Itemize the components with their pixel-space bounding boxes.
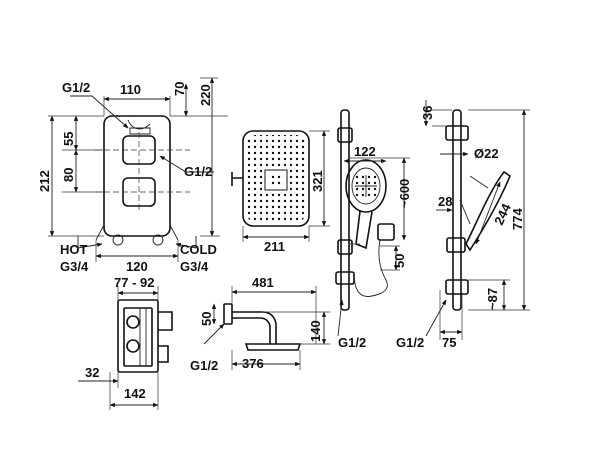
valve-front-view <box>48 77 228 262</box>
handshower-min-height-label: ~600 <box>397 179 412 208</box>
headshower-height-label: 321 <box>310 170 325 192</box>
arm-thread-label: G1/2 <box>190 358 218 373</box>
headshower-width-label: 211 <box>264 239 285 254</box>
rail-bar <box>340 109 350 311</box>
box-width-label: 142 <box>124 386 146 401</box>
handle-28-label: 28 <box>438 194 452 209</box>
install-box-body <box>117 299 159 373</box>
rail-thread-2-label: G1/2 <box>396 335 424 350</box>
valve-height-label: 212 <box>37 170 52 192</box>
rail-side-view <box>423 100 530 340</box>
valve-total-height-label: 220 <box>198 84 213 106</box>
arm-50-label: 50 <box>199 312 214 326</box>
valve-spacing-55-label: 55 <box>61 132 76 146</box>
box-depth-label: 77 - 92 <box>114 275 154 290</box>
arm-wall-flange <box>223 303 233 325</box>
handshower-width-label: 122 <box>354 144 376 159</box>
valve-inlet-thread-label: G1/2 <box>62 80 90 95</box>
valve-base-width-label: 120 <box>126 259 148 274</box>
hose-diameter-label: Ø22 <box>474 146 499 161</box>
valve-cover-plate <box>103 115 171 237</box>
cold-thread-label: G3/4 <box>180 259 209 274</box>
arm-headshower-profile <box>244 343 302 351</box>
rail-depth-label: 75 <box>442 335 456 350</box>
valve-width-label: 110 <box>120 82 141 97</box>
cold-label: COLD <box>180 242 217 257</box>
installation-box-view <box>78 286 173 410</box>
valve-outlet-thread-label: G1/2 <box>184 164 212 179</box>
box-32-label: 32 <box>85 365 99 380</box>
rail-side-bar <box>452 109 462 311</box>
rail-length-label: 774 <box>510 208 525 230</box>
rail-bracket-50-label: 50 <box>392 254 407 268</box>
arm-length-label: 481 <box>252 275 274 290</box>
headshower-view <box>231 130 330 242</box>
rail-thread-label: G1/2 <box>338 335 366 350</box>
arm-height-label: 140 <box>308 320 323 342</box>
rail-bottom-87-label: ~87 <box>485 288 500 310</box>
rail-top-36-label: 36 <box>420 106 435 120</box>
rail-handshower-view <box>335 109 410 337</box>
shower-arm-view <box>203 286 330 370</box>
valve-spacing-80-label: 80 <box>61 168 76 182</box>
valve-top-offset-label: 70 <box>172 82 187 96</box>
hot-label: HOT <box>60 242 88 257</box>
arm-376-label: 376 <box>242 356 264 371</box>
hot-thread-label: G3/4 <box>60 259 89 274</box>
